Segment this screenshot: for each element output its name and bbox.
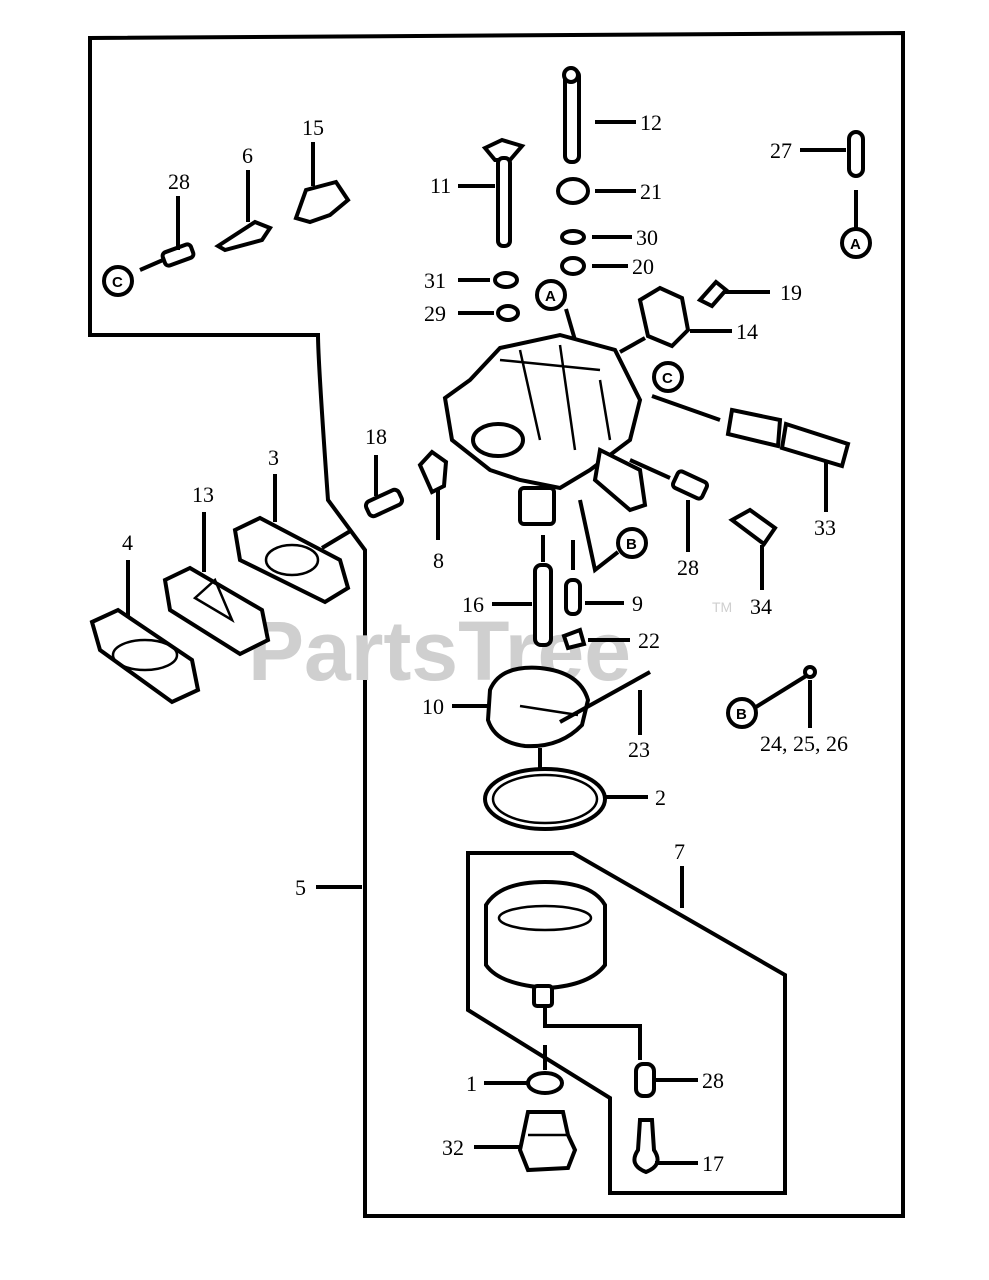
part-29-seal [496,304,520,322]
svg-text:B: B [736,706,747,723]
callout-29: 29 [424,301,446,326]
part-7-float-bowl [484,879,607,1008]
part-28-screw-bottom [634,1062,656,1098]
callout-28-upper-left: 28 [168,169,190,194]
callout-19: 19 [780,280,802,305]
part-21-nut [556,177,590,205]
part-9-jet [564,578,582,616]
callout-31: 31 [424,268,446,293]
ref-mark-a-right: A [840,227,872,259]
callout-23: 23 [628,737,650,762]
callout-10: 10 [422,694,444,719]
callout-13: 13 [192,482,214,507]
callout-18: 18 [365,424,387,449]
callout-12: 12 [640,110,662,135]
part-12-throttle-shaft [562,66,581,164]
part-16-emulsion-tube [533,563,553,647]
ref-mark-a-center: A [535,279,567,311]
ref-mark-c-upper-left: C [102,265,134,297]
callout-11: 11 [430,173,451,198]
svg-text:B: B [626,536,637,553]
callout-27: 27 [770,138,792,163]
callout-34: 34 [750,594,772,619]
part-34-screw [728,507,778,547]
part-23-float-pin [559,670,651,724]
watermark-tm: TM [712,599,732,615]
callout-7: 7 [674,839,685,864]
part-32-drain-bolt [517,1110,578,1173]
part-24-26-idle-screw [754,665,817,709]
callout-14: 14 [736,319,758,344]
callout-1: 1 [466,1071,477,1096]
part-1-washer [526,1071,564,1095]
ref-mark-b-right: B [726,697,758,729]
part-10-float [485,665,591,749]
callout-33: 33 [814,515,836,540]
callout-30: 30 [636,225,658,250]
part-18-screw [363,487,405,519]
callout-20: 20 [632,254,654,279]
callout-3: 3 [268,445,279,470]
callout-28-bottom: 28 [702,1068,724,1093]
part-28-screw-right [671,469,709,501]
callout-6: 6 [242,143,253,168]
part-20-ring [560,256,586,276]
callout-9: 9 [632,591,643,616]
leader-lines [126,120,846,1165]
part-33-fuel-pipe [725,407,851,469]
part-14-choke-plate [637,285,691,349]
callout-16: 16 [462,592,484,617]
kit-boundary-outline [88,30,905,1218]
callout-22: 22 [638,628,660,653]
part-22-clip [561,627,587,651]
part-2-o-ring [483,767,607,831]
part-6-needle [214,219,274,253]
part-28-screw-upper-left [139,242,196,272]
float-bowl-kit-outline [466,851,787,1195]
svg-text:A: A [850,236,861,253]
callout-4: 4 [122,530,133,555]
carburetor-body [442,332,648,526]
callout-24-25-26: 24, 25, 26 [760,731,848,756]
part-13-insulator [162,565,271,657]
callout-28-right: 28 [677,555,699,580]
part-4-gasket [89,607,201,705]
part-19-screw [696,279,729,309]
svg-text:C: C [112,274,123,291]
part-11-choke-shaft [481,137,526,248]
part-31-washer [493,271,519,289]
callout-8: 8 [433,548,444,573]
callout-17: 17 [702,1151,724,1176]
part-15-bracket [293,179,351,225]
callout-2: 2 [655,785,666,810]
ref-mark-c-body: C [652,361,684,393]
part-8-lever [417,449,449,495]
part-27-lever [847,130,865,178]
part-3-gasket [232,515,351,605]
part-17-screw [632,1118,660,1175]
callout-21: 21 [640,179,662,204]
svg-text:A: A [545,288,556,305]
ref-mark-b-body: B [616,527,648,559]
callout-32: 32 [442,1135,464,1160]
svg-text:C: C [662,370,673,387]
callout-15: 15 [302,115,324,140]
callout-5: 5 [295,875,306,900]
part-30-washer [560,229,586,245]
